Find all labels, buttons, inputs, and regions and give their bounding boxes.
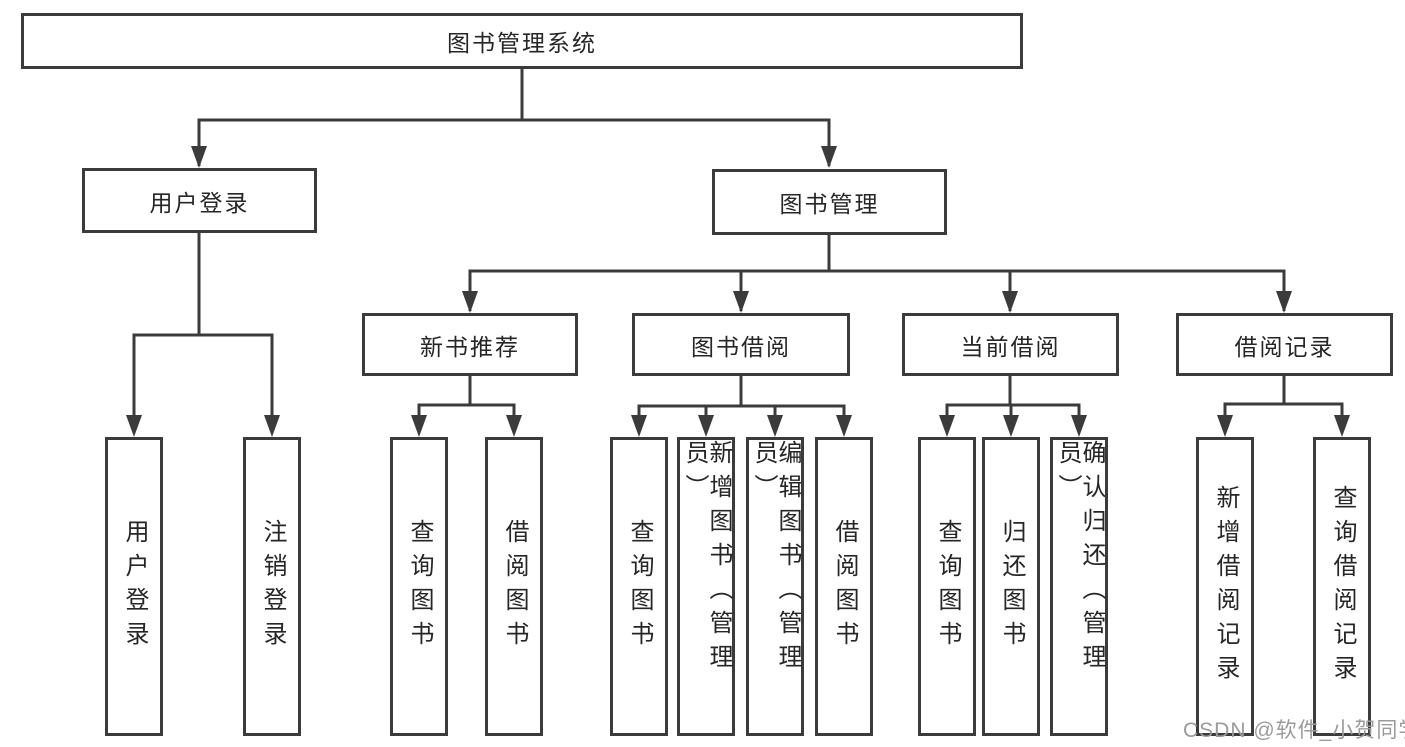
- csdn-watermark: CSDN @软件_小贺同学: [1183, 719, 1405, 742]
- node-book-borrow: 图书借阅: [632, 313, 850, 376]
- leaf-edit-books-admin: 编辑图书（管理员）: [746, 437, 804, 736]
- leaf-add-borrow-record: 新增借阅记录: [1196, 437, 1254, 736]
- connector-user-login-to-leaves: [126, 233, 280, 437]
- leaf-recommend-borrow-books: 借阅图书: [485, 437, 543, 736]
- connector-book-management-to-sections: [462, 235, 1292, 313]
- node-new-book-recommend: 新书推荐: [362, 313, 578, 376]
- leaf-current-query-books: 查询图书: [918, 437, 976, 736]
- connector-root-to-branches: [191, 69, 837, 168]
- connector-borrow-records-to-leaves: [1217, 376, 1350, 437]
- leaf-recommend-query-books: 查询图书: [390, 437, 448, 736]
- leaf-add-books-admin: 新增图书（管理员）: [677, 437, 735, 736]
- node-user-login: 用户登录: [82, 168, 317, 233]
- leaf-confirm-return-admin: 确认归还（管理员）: [1050, 437, 1108, 736]
- connector-new-book-recommend-to-leaves: [411, 376, 522, 437]
- connector-current-borrow-to-leaves: [939, 376, 1087, 437]
- node-book-management: 图书管理: [712, 169, 947, 235]
- connector-book-borrow-to-leaves: [631, 376, 852, 437]
- leaf-return-books: 归还图书: [982, 437, 1040, 736]
- node-current-borrow: 当前借阅: [902, 313, 1119, 376]
- leaf-borrow-books: 借阅图书: [815, 437, 873, 736]
- leaf-logout: 注销登录: [243, 437, 301, 736]
- leaf-user-login: 用户登录: [105, 437, 163, 736]
- leaf-query-borrow-record: 查询借阅记录: [1313, 437, 1371, 736]
- leaf-borrow-query-books: 查询图书: [610, 437, 668, 736]
- node-borrow-records: 借阅记录: [1176, 313, 1393, 376]
- node-root: 图书管理系统: [21, 13, 1023, 69]
